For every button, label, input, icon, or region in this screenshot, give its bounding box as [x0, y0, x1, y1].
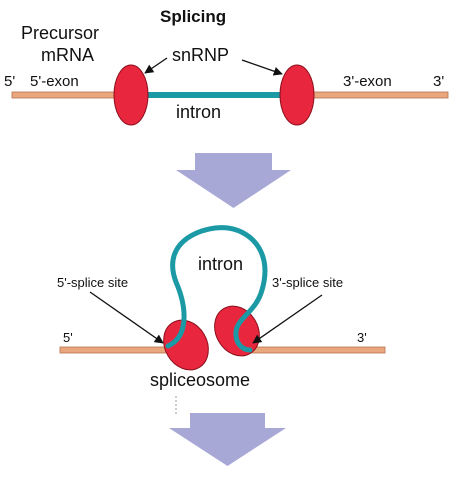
three-splice-site-label: 3'-splice site — [272, 275, 344, 290]
five-prime-label-top: 5' — [4, 73, 16, 90]
intron-strand — [128, 92, 312, 98]
three-prime-label-top: 3' — [433, 73, 445, 90]
three-exon-label: 3'-exon — [343, 73, 392, 90]
spliceosome-left — [163, 319, 209, 371]
precursor-label-line2: mRNA — [41, 45, 94, 65]
precursor-label-line1: Precursor — [21, 23, 100, 43]
snrnp-left — [113, 64, 149, 126]
three-exon-strand-bottom — [249, 346, 386, 354]
three-splice-site-pointer — [252, 294, 323, 344]
intron-label-top: intron — [176, 102, 222, 122]
five-prime-label-bottom: 5' — [63, 330, 73, 345]
five-splice-site-label: 5'-splice site — [57, 275, 129, 290]
snrnp-pointer-left — [144, 57, 168, 74]
snrnp-right — [279, 64, 315, 126]
snrnp-pointer-right — [241, 59, 283, 76]
diagram-title: Splicing — [160, 7, 227, 26]
five-exon-strand — [11, 91, 131, 99]
transition-arrow-bottom — [169, 413, 286, 466]
five-splice-site-pointer — [89, 291, 164, 344]
five-exon-label: 5'-exon — [30, 73, 79, 90]
intron-lariat — [165, 225, 268, 353]
five-exon-strand-bottom — [59, 346, 171, 354]
snrnp-label: snRNP — [172, 45, 230, 65]
three-exon-strand — [309, 91, 449, 99]
spliceosome-label: spliceosome — [150, 370, 251, 390]
intron-label-bottom: intron — [198, 254, 244, 274]
transition-arrow-top — [176, 153, 291, 208]
three-prime-label-bottom: 3' — [357, 330, 367, 345]
